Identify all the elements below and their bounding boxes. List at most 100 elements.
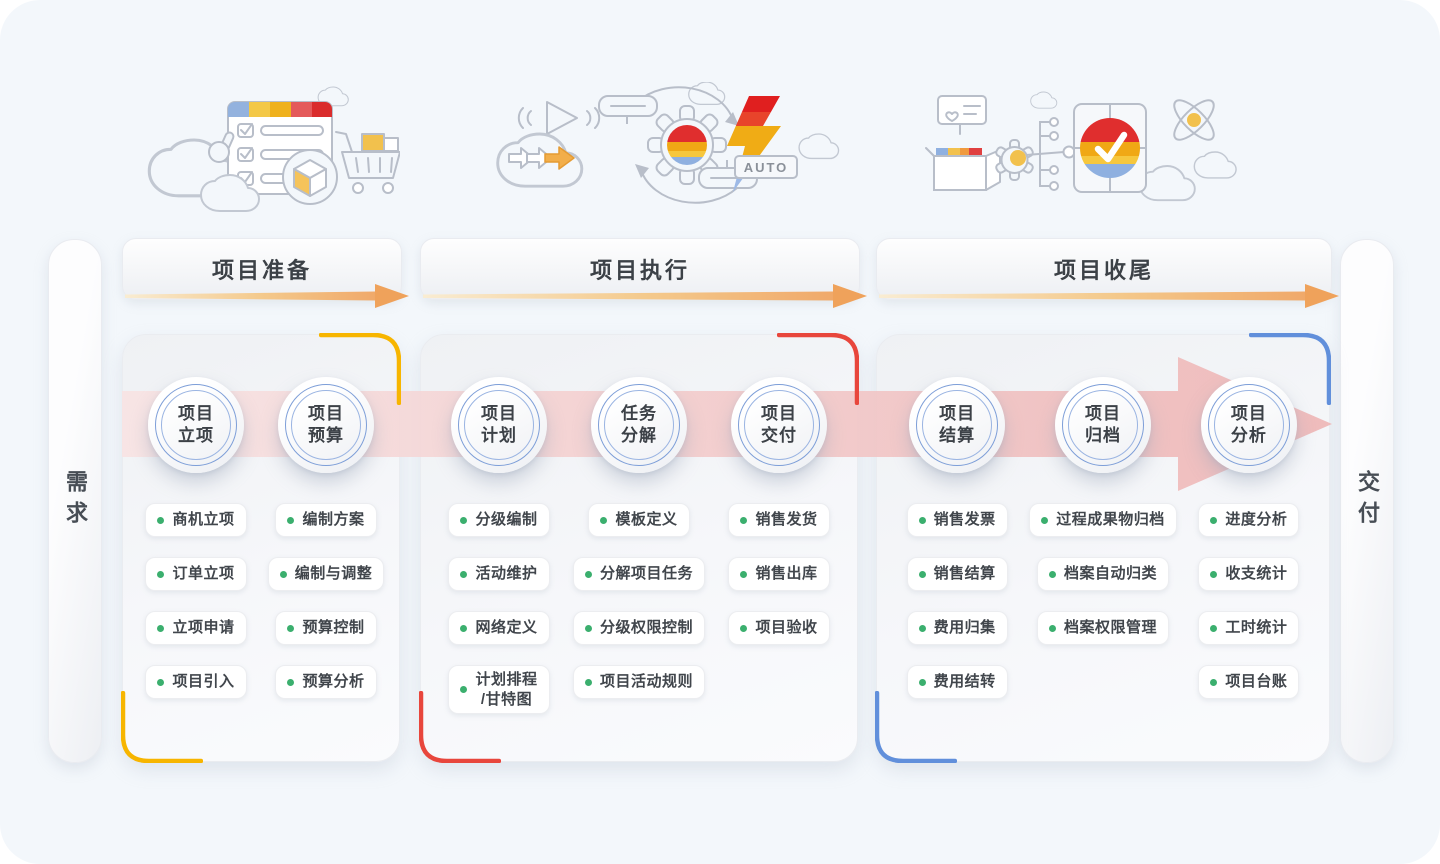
stage-label: 项目 归档 — [1085, 403, 1121, 445]
bullet-dot — [157, 570, 165, 578]
stage-label: 项目 立项 — [178, 403, 214, 445]
feature-label: 商机立项 — [172, 511, 235, 529]
automation-gear-illustration: AUTO — [496, 82, 840, 204]
feature-pill: 立项申请 — [145, 611, 247, 645]
check-icon — [1094, 131, 1128, 163]
stage-circle: 项目 归档 — [1055, 377, 1151, 473]
cloud-icon — [1193, 151, 1237, 179]
bullet-dot — [1049, 624, 1056, 632]
feature-label: 分解项目任务 — [599, 565, 693, 583]
stage-label: 项目 计划 — [481, 403, 517, 445]
feature-label: 活动维护 — [475, 565, 538, 583]
striped-ball-icon — [1080, 118, 1140, 178]
phase-2-panel: 项目 计划 分级编制 活动维护 网络定义 计划排程 /甘特图 任务 分解 模板定… — [419, 333, 859, 763]
phase-progress-arrow — [125, 284, 409, 308]
review-card-icon — [937, 95, 987, 135]
feature-pill: 模板定义 — [588, 503, 690, 537]
demand-label: 需求 — [63, 470, 88, 532]
feature-label: 项目引入 — [172, 673, 235, 691]
stage-label: 任务 分解 — [621, 403, 657, 445]
pointing-hand-icon — [208, 131, 235, 163]
demand-side-bar: 需求 — [48, 239, 102, 763]
phase-2-title: 项目执行 — [589, 258, 690, 283]
feature-list: 模板定义 分解项目任务 分级权限控制 项目活动规则 — [569, 503, 709, 699]
phase-1-column-2: 项目 预算 编制方案 编制与调整 预算控制 预算分析 — [261, 377, 391, 761]
phase-1-column-1: 项目 立项 商机立项 订单立项 立项申请 项目引入 — [131, 377, 261, 761]
bullet-dot — [287, 516, 295, 524]
feature-pill: 费用归集 — [906, 611, 1008, 645]
stage-label: 项目 预算 — [308, 403, 344, 445]
bullet-dot — [279, 570, 287, 578]
feature-label: 预算分析 — [302, 673, 365, 691]
feature-pill: 项目引入 — [145, 665, 247, 699]
cloud-icon — [798, 133, 840, 160]
stage-label: 项目 结算 — [939, 403, 976, 445]
phase-3-column-1: 项目 结算 销售发票 销售结算 费用归集 费用结转 — [885, 377, 1029, 761]
bullet-dot — [157, 678, 165, 686]
bullet-dot — [157, 516, 165, 524]
feature-label: 销售出库 — [755, 565, 818, 583]
delivery-side-bar: 交付 — [1340, 239, 1394, 763]
feature-list: 进度分析 收支统计 工时统计 项目台账 — [1177, 503, 1321, 699]
feature-pill: 费用结转 — [906, 665, 1008, 699]
bullet-dot — [740, 624, 748, 632]
feature-label: 编制方案 — [302, 511, 365, 529]
bullet-dot — [1210, 624, 1218, 632]
stage-circle: 任务 分解 — [591, 377, 687, 473]
phase-progress-arrow — [423, 284, 867, 308]
phase-2-column-3: 项目 交付 销售发货 销售出库 项目验收 — [709, 377, 849, 761]
feature-label: 工时统计 — [1225, 619, 1288, 637]
feature-pill: 进度分析 — [1198, 503, 1300, 537]
feature-pill: 活动维护 — [448, 557, 550, 591]
cloud-icon — [1030, 91, 1058, 109]
bullet-dot — [740, 570, 748, 578]
stage-circle: 项目 分析 — [1200, 377, 1297, 473]
feature-label: 计划排程 /甘特图 — [475, 671, 538, 708]
open-box-icon — [925, 147, 1001, 191]
bullet-dot — [1210, 678, 1218, 686]
archive-puzzle-illustration — [925, 91, 1237, 202]
auto-label: AUTO — [744, 160, 789, 175]
bullet-dot — [1041, 516, 1049, 524]
gear-network-icon — [995, 117, 1076, 191]
stage-circle: 项目 结算 — [909, 377, 1006, 473]
feature-label: 档案自动归类 — [1064, 565, 1158, 583]
bullet-dot — [918, 678, 926, 686]
feature-pill: 销售发票 — [906, 503, 1008, 537]
feature-list: 销售发货 销售出库 项目验收 — [709, 503, 849, 645]
bullet-dot — [584, 624, 592, 632]
feature-pill: 收支统计 — [1198, 557, 1300, 591]
bullet-dot — [584, 678, 592, 686]
feature-pill: 工时统计 — [1198, 611, 1300, 645]
stage-label: 项目 分析 — [1230, 403, 1267, 445]
feature-pill: 分级编制 — [448, 503, 550, 537]
feature-label: 模板定义 — [615, 511, 678, 529]
feature-pill: 编制方案 — [275, 503, 377, 537]
bullet-dot — [740, 516, 748, 524]
bullet-dot — [460, 516, 468, 524]
feature-pill: 档案自动归类 — [1037, 557, 1170, 591]
feature-label: 费用结转 — [933, 673, 996, 691]
cycle-arrows-icon — [635, 86, 739, 204]
feature-pill: 分级权限控制 — [572, 611, 705, 645]
feature-label: 销售发货 — [755, 511, 818, 529]
phase-3-column-2: 项目 归档 过程成果物归档 档案自动归类 档案权限管理 — [1029, 377, 1177, 761]
feature-pill: 过程成果物归档 — [1029, 503, 1177, 537]
feature-label: 预算控制 — [302, 619, 365, 637]
bullet-dot — [1210, 516, 1218, 524]
feature-list: 编制方案 编制与调整 预算控制 预算分析 — [261, 503, 391, 699]
feature-pill: 销售结算 — [906, 557, 1008, 591]
feature-pill: 档案权限管理 — [1037, 611, 1170, 645]
bullet-dot — [584, 570, 592, 578]
feature-pill: 项目台账 — [1198, 665, 1300, 699]
play-waves-icon — [517, 101, 601, 135]
feature-pill: 计划排程 /甘特图 — [448, 665, 550, 714]
phase-3-header: 项目收尾 — [876, 238, 1339, 308]
feature-label: 项目活动规则 — [599, 673, 693, 691]
phase-2-column-1: 项目 计划 分级编制 活动维护 网络定义 计划排程 /甘特图 — [429, 377, 569, 761]
bullet-dot — [918, 516, 926, 524]
bullet-dot — [460, 686, 468, 693]
phase-1-panel: 项目 立项 商机立项 订单立项 立项申请 项目引入 项目 预算 编制方案 编制与… — [121, 333, 401, 763]
phase-2-header: 项目执行 — [420, 238, 867, 308]
